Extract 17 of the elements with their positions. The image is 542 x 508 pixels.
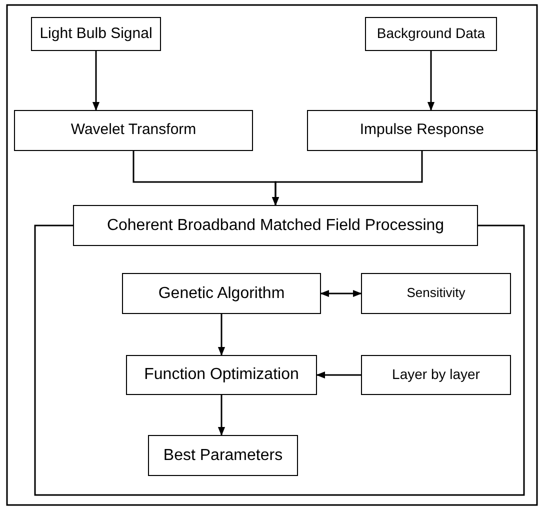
arrow	[218, 314, 226, 356]
process-box: Layer by layer	[361, 355, 511, 395]
arrow	[320, 290, 362, 298]
process-box: Genetic Algorithm	[122, 273, 321, 314]
process-box: Background Data	[365, 17, 497, 51]
process-box: Wavelet Transform	[14, 110, 253, 151]
process-box: Function Optimization	[126, 355, 317, 395]
arrow	[92, 51, 100, 111]
process-box: Coherent Broadband Matched Field Processing	[73, 205, 478, 246]
arrow	[316, 371, 361, 379]
arrow	[427, 51, 435, 111]
process-box: Light Bulb Signal	[31, 17, 161, 51]
arrow	[218, 395, 226, 436]
process-box: Best Parameters	[148, 435, 298, 476]
arrow	[272, 151, 423, 206]
process-box: Sensitivity	[361, 273, 511, 314]
process-box: Impulse Response	[307, 110, 537, 151]
